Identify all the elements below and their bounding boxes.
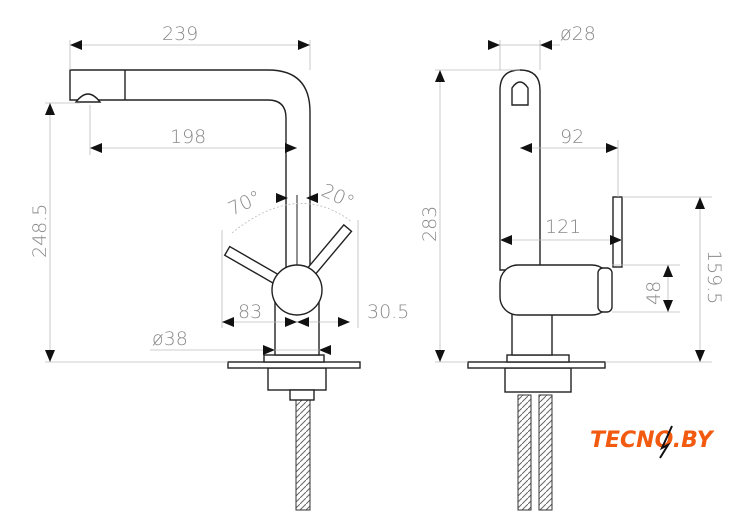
- dim-base-diameter: ø38: [152, 328, 188, 350]
- dim-spout-height: 248.5: [29, 204, 51, 258]
- dim-total-height: 283: [419, 206, 441, 242]
- handle-hub: [271, 264, 323, 316]
- aerator: [511, 81, 529, 106]
- tecno-by-logo: TECNO.BY: [590, 425, 715, 459]
- dim-body-height: 48: [643, 281, 665, 305]
- lever: [612, 196, 623, 268]
- lightning-icon: [659, 425, 673, 459]
- mount: [267, 367, 327, 391]
- spout: [69, 69, 311, 276]
- front-view: 239 198 248.5 70° 20° 83 30.5 ø38: [29, 23, 409, 511]
- dim-lever-right: 30.5: [367, 301, 409, 323]
- hose: [295, 391, 311, 511]
- dim-total-width: 239: [162, 23, 198, 45]
- hose-2: [538, 394, 553, 511]
- base-plate: [467, 361, 606, 369]
- side-view: ø28 283 92 121 159.5 48: [419, 23, 725, 511]
- logo-text: TECNO.BY: [590, 428, 715, 453]
- dim-spout-diameter: ø28: [560, 23, 596, 45]
- base-ring: [506, 354, 570, 363]
- dim-lever-left: 83: [238, 301, 262, 323]
- dim-angle-right: 20°: [318, 180, 358, 214]
- hose-1: [517, 394, 532, 511]
- lever-hub: [597, 267, 613, 313]
- mount: [504, 367, 572, 393]
- dim-spout-reach: 198: [170, 126, 206, 148]
- mount-nut: [289, 389, 315, 401]
- dim-body-depth: 121: [545, 216, 581, 238]
- spout: [499, 69, 541, 271]
- aerator: [74, 93, 102, 103]
- base-ring: [263, 354, 325, 363]
- dim-lever-height: 159.5: [703, 250, 725, 304]
- dim-angle-left: 70°: [225, 186, 265, 220]
- dim-lever-reach: 92: [560, 126, 584, 148]
- body: [499, 264, 611, 316]
- base-plate: [227, 361, 361, 369]
